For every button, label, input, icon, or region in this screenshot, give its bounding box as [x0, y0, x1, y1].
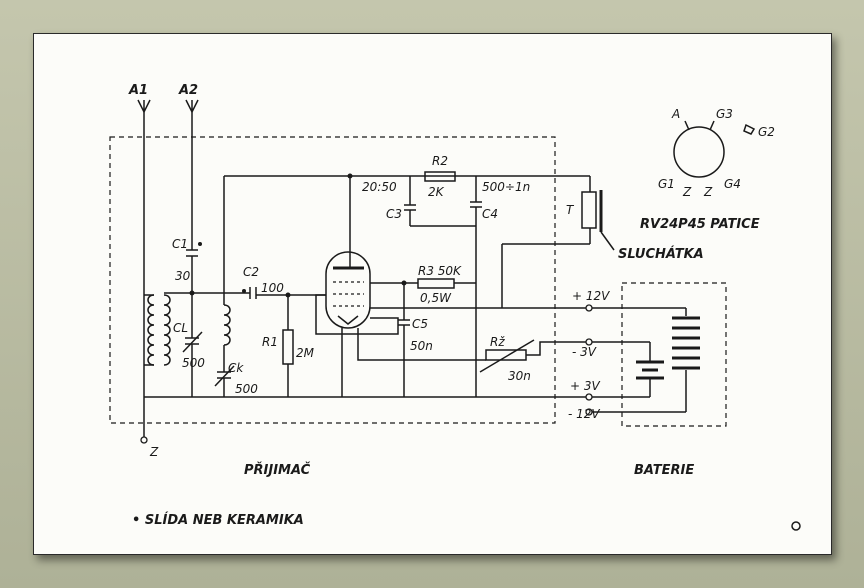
- label-pin-g1: G1: [658, 177, 675, 191]
- label-pin-a: A: [671, 107, 680, 121]
- label-minus12v: - 12V: [568, 407, 600, 421]
- label-cl: CL: [173, 321, 188, 335]
- label-r1: R1: [262, 335, 278, 349]
- label-a1: A1: [128, 83, 148, 98]
- label-c3: C3: [386, 207, 402, 221]
- capacitor-cl: [182, 293, 203, 397]
- label-cl-value: 500: [182, 356, 205, 370]
- capacitor-ck: [214, 345, 235, 397]
- label-c3-value: 20:50: [362, 180, 397, 194]
- label-c2: C2: [243, 265, 259, 279]
- label-battery: BATERIE: [634, 463, 694, 478]
- label-headphones: SLUCHÁTKA: [618, 246, 704, 262]
- label-c5-value: 50n: [410, 339, 433, 353]
- capacitor-c5: [398, 319, 410, 397]
- corner-mark: [791, 521, 801, 531]
- terminal-plus12v: [585, 304, 593, 312]
- label-pin-g2: G2: [758, 125, 775, 139]
- label-r2-value: 2K: [428, 185, 445, 199]
- label-pin-g3: G3: [716, 107, 733, 121]
- terminal-plus3v: [585, 393, 593, 401]
- antenna-coil: [147, 294, 155, 366]
- label-c1-value: 30: [175, 269, 191, 283]
- label-c5: C5: [412, 317, 428, 331]
- battery-box: [621, 282, 727, 427]
- label-pin-g4: G4: [724, 177, 741, 191]
- label-plus12v: + 12V: [572, 289, 610, 303]
- label-transformer: T: [566, 203, 575, 217]
- label-a2: A2: [178, 83, 198, 98]
- label-rz: Rž: [490, 335, 505, 349]
- ground-terminal: [140, 436, 148, 444]
- label-r1-value: 2M: [296, 346, 315, 360]
- label-c4: C4: [482, 207, 498, 221]
- capacitor-c4: [470, 176, 482, 397]
- receiver-box: [109, 136, 556, 424]
- label-r3-power: 0,5W: [420, 291, 452, 305]
- capacitor-c1: [186, 242, 202, 293]
- label-minus3v: - 3V: [572, 345, 597, 359]
- capacitor-c3: [404, 176, 416, 226]
- label-r2: R2: [432, 154, 448, 168]
- label-c4-value: 500÷1n: [482, 180, 530, 194]
- label-ground: Z: [149, 445, 159, 459]
- vacuum-tube: [325, 251, 371, 329]
- feedback-coil: [223, 304, 231, 346]
- label-socket-title: RV24P45 PATICE: [640, 217, 760, 232]
- label-c1: C1: [172, 237, 188, 251]
- antenna-a2: [185, 99, 199, 250]
- resistor-rz: [468, 339, 586, 373]
- label-c2-value: 100: [261, 281, 284, 295]
- label-ck-value: 500: [235, 382, 258, 396]
- label-plus3v: + 3V: [570, 379, 601, 393]
- transformer-t: [501, 176, 603, 308]
- antenna-a1: [137, 99, 151, 440]
- label-pin-z2: Z: [703, 185, 713, 199]
- resistor-r1: [282, 295, 294, 397]
- schematic-sheet: [33, 33, 832, 555]
- battery-12v: [672, 308, 700, 412]
- resistor-r3: [417, 278, 476, 289]
- label-r3: R3 50K: [418, 264, 462, 278]
- label-pin-z1: Z: [682, 185, 692, 199]
- battery-3v: [636, 342, 664, 397]
- tuned-coil: [163, 294, 171, 366]
- label-ck: Ck: [228, 361, 244, 375]
- label-rz-value: 30n: [508, 369, 531, 383]
- tube-socket-diagram: [673, 120, 756, 178]
- label-receiver: PŘIJIMAČ: [244, 462, 311, 478]
- label-footnote: • SLÍDA NEB KERAMIKA: [132, 512, 304, 528]
- resistor-r2: [424, 171, 456, 182]
- capacitor-c2: [242, 287, 257, 299]
